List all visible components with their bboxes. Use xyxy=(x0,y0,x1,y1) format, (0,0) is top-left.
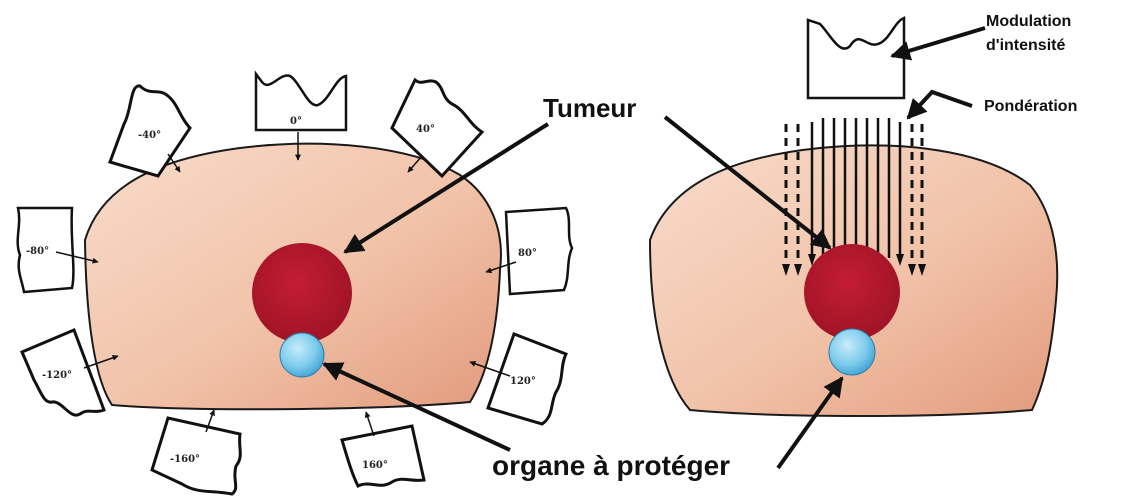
beam-label: -160° xyxy=(170,454,200,465)
beam-label: 40° xyxy=(416,124,435,135)
tumor-right xyxy=(804,244,900,340)
ponderation-arrow xyxy=(908,92,972,118)
beam-m160: -160° xyxy=(152,410,240,494)
organ-right xyxy=(829,329,875,375)
beam-label: 80° xyxy=(518,248,537,259)
intensity-profile xyxy=(808,18,904,98)
left-panel: 0° 40° -40° -80° 80° xyxy=(18,74,572,494)
beam-label: 120° xyxy=(510,376,536,387)
right-panel xyxy=(650,18,1057,416)
tumor-left xyxy=(252,243,352,343)
ponderation-label: Pondération xyxy=(984,98,1077,115)
beam-160: 160° xyxy=(342,412,424,486)
beam-label: -120° xyxy=(42,370,72,381)
beam-label: 160° xyxy=(362,460,388,471)
tumeur-label: Tumeur xyxy=(543,93,636,123)
modulation-label-line1: Modulation xyxy=(986,13,1071,30)
modulation-arrow xyxy=(892,28,985,56)
organe-label: organe à protéger xyxy=(492,450,730,481)
beam-label: -80° xyxy=(26,246,49,257)
beam-label: 0° xyxy=(290,116,302,127)
modulation-label-line2: d'intensité xyxy=(986,37,1065,54)
beam-label: -40° xyxy=(138,130,161,141)
organ-left xyxy=(280,333,324,377)
